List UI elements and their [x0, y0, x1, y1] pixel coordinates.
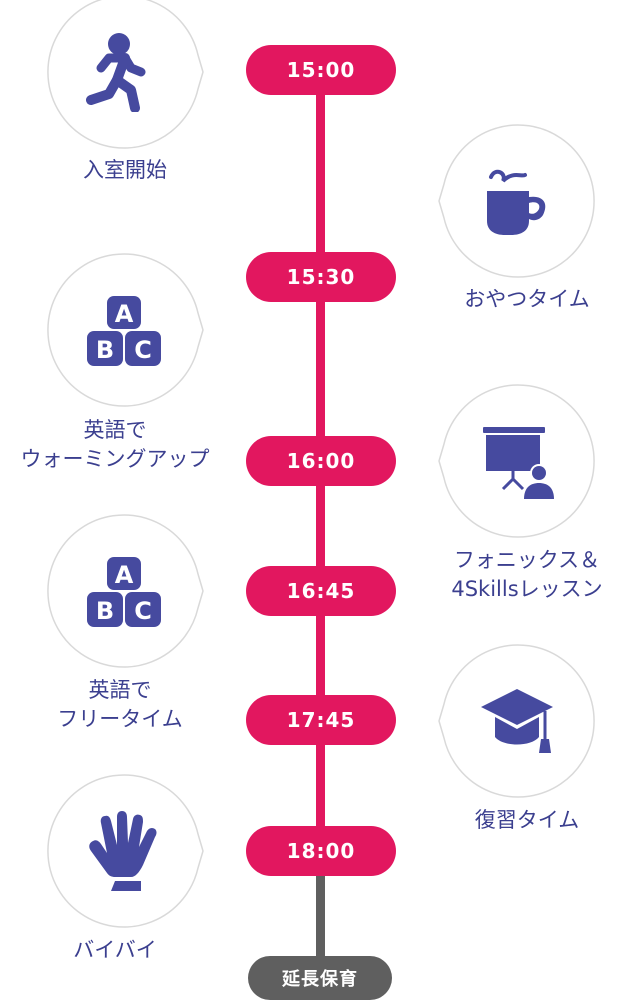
review-label: 復習タイム [474, 808, 580, 832]
freetime-label: 英語で フリータイム [20, 676, 220, 734]
warmup-label-line2: ウォーミングアップ [20, 447, 210, 471]
svg-text:B: B [96, 336, 114, 364]
waving-hand-icon [89, 811, 157, 891]
abc-blocks-icon: A B C [87, 557, 161, 627]
time-pill-1745: 17:45 [246, 695, 396, 745]
extended-care-pill: 延長保育 [248, 956, 392, 1000]
timeline-line-extension [316, 852, 325, 978]
svg-text:C: C [134, 597, 152, 625]
phonics-bubble [437, 381, 597, 541]
svg-text:A: A [115, 300, 134, 328]
time-pill-1500: 15:00 [246, 45, 396, 95]
bye-label: バイバイ [73, 938, 157, 962]
time-pill-1645: 16:45 [246, 566, 396, 616]
svg-text:A: A [115, 561, 134, 589]
time-pill-1600: 16:00 [246, 436, 396, 486]
phonics-label: フォニックス＆ 4Skillsレッスン [427, 546, 627, 604]
abc-blocks-icon: A B C [87, 296, 161, 366]
review-bubble [437, 641, 597, 801]
entry-bubble [45, 0, 205, 152]
freetime-bubble: A B C [45, 511, 205, 671]
warmup-label: 英語で ウォーミングアップ [0, 416, 230, 474]
freetime-label-line1: 英語で [88, 678, 152, 702]
snack-label: おやつタイム [464, 287, 590, 311]
svg-text:C: C [134, 336, 152, 364]
phonics-label-line1: フォニックス＆ [453, 548, 601, 572]
bye-bubble [45, 771, 205, 931]
warmup-bubble: A B C [45, 250, 205, 410]
warmup-label-line1: 英語で [83, 418, 147, 442]
phonics-label-line2: 4Skillsレッスン [451, 577, 603, 601]
coffee-cup-icon [487, 169, 546, 235]
svg-text:B: B [96, 597, 114, 625]
entry-label: 入室開始 [83, 158, 167, 182]
time-pill-1530: 15:30 [246, 252, 396, 302]
running-person-icon [86, 33, 146, 112]
freetime-label-line2: フリータイム [57, 707, 183, 731]
presentation-icon [483, 427, 554, 499]
time-pill-1800: 18:00 [246, 826, 396, 876]
snack-bubble [437, 121, 597, 281]
graduation-cap-icon [481, 689, 553, 753]
